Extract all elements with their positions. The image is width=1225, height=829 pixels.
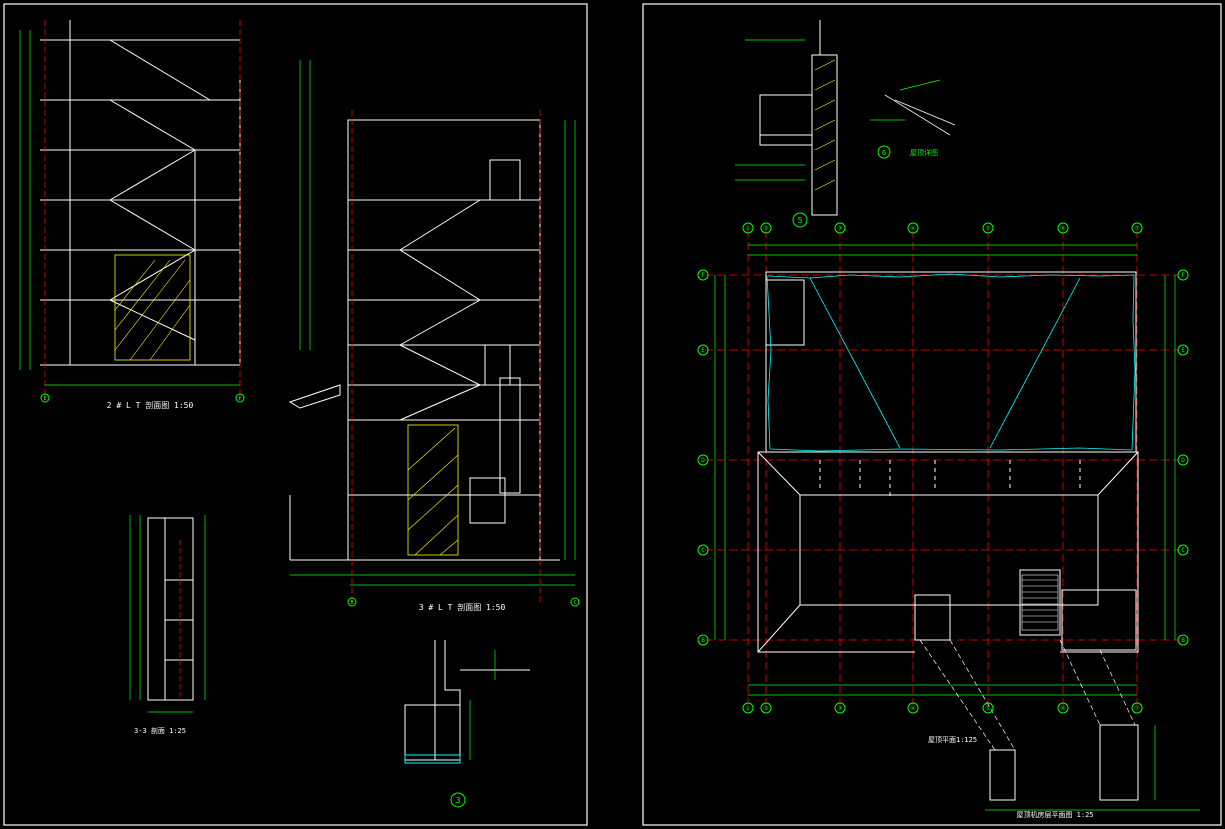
section-3-title: 3 # L T 剖面图 1:50 <box>419 602 506 612</box>
section-33-title: 3-3 剖面 1:25 <box>134 726 186 735</box>
right-sheet: 5 6 屋顶详图 <box>597 0 1222 829</box>
right-sheet-frame <box>642 3 1222 826</box>
bottom-axis-label-6: ⑦ <box>1134 705 1139 712</box>
section-33-drawing <box>129 515 206 713</box>
top-axis-label-1: ② <box>763 225 768 232</box>
left-sheet: E F 2 # L T 剖面图 1:50 <box>3 3 588 826</box>
right-axis-label-2: D <box>1181 457 1185 464</box>
bottom-axis-label-0: ① <box>745 705 750 712</box>
section-2-drawing: E F <box>19 20 311 403</box>
left-axis-bubble-2 <box>697 454 709 466</box>
top-axis-label-3: ④ <box>910 225 915 232</box>
bottom-axis-bubble-1 <box>760 702 772 714</box>
bottom-axis-label-4: ⑤ <box>985 705 990 712</box>
right-axis-label-1: E <box>1181 347 1185 354</box>
axis-label-f: F <box>238 396 241 402</box>
right-axis-bubble-0 <box>1177 269 1189 281</box>
top-axis-label-6: ⑦ <box>1134 225 1139 232</box>
section-3-drawing: B C <box>288 110 580 607</box>
bottom-axis-bubble-3 <box>907 702 919 714</box>
axis-bubble-f <box>235 393 245 403</box>
left-axis-bubble-3 <box>697 544 709 556</box>
right-axis-bubble-2 <box>1177 454 1189 466</box>
detail-5-drawing: 5 <box>735 20 838 228</box>
top-axis-label-0: ① <box>745 225 750 232</box>
top-axis-bubble-4 <box>982 222 994 234</box>
detail-5-bubble <box>792 212 808 228</box>
section-2-title: 2 # L T 剖面图 1:50 <box>107 400 194 410</box>
top-axis-bubble-2 <box>834 222 846 234</box>
left-axis-bubble-4 <box>697 634 709 646</box>
detail-6-title: 屋顶详图 <box>910 148 938 157</box>
left-axis-label-3: C <box>701 547 705 554</box>
bottom-axis-bubble-4 <box>982 702 994 714</box>
right-axis-bubble-3 <box>1177 544 1189 556</box>
right-axis-label-4: B <box>1181 637 1185 644</box>
axis-label-b: B <box>350 600 353 606</box>
roof-plan-title: 屋顶平面 <box>928 736 956 744</box>
detail-3-bubble <box>450 792 466 808</box>
detail-6-number: 6 <box>882 149 886 157</box>
roof-plan-axis-bubbles: ① ① ② ② ③ ③ ④ ④ ⑤ ⑤ ⑥ ⑥ ⑦ ⑦ F E D C B F E D C B <box>697 222 1189 714</box>
roof-plan-scale: 1:125 <box>956 736 977 744</box>
bottom-axis-label-1: ② <box>763 705 768 712</box>
detail-6-bubble <box>877 145 891 159</box>
right-axis-bubble-1 <box>1177 344 1189 356</box>
right-axis-label-3: C <box>1181 547 1185 554</box>
bottom-axis-bubble-2 <box>834 702 846 714</box>
sheet-divider <box>597 0 637 829</box>
left-axis-bubble-1 <box>697 344 709 356</box>
axis-bubble-e <box>40 393 50 403</box>
top-axis-bubble-3 <box>907 222 919 234</box>
left-axis-label-1: E <box>701 347 705 354</box>
axis-label-c: C <box>573 600 576 606</box>
detail-6-drawing: 6 屋顶详图 <box>870 79 956 159</box>
top-axis-bubble-1 <box>760 222 772 234</box>
bottom-axis-label-5: ⑥ <box>1060 705 1065 712</box>
top-axis-label-5: ⑥ <box>1060 225 1065 232</box>
axis-bubble-c <box>570 597 580 607</box>
top-axis-bubble-5 <box>1057 222 1069 234</box>
right-axis-bubble-4 <box>1177 634 1189 646</box>
top-axis-label-2: ③ <box>837 225 842 232</box>
roof-plan-drawing <box>705 230 1200 811</box>
bottom-axis-bubble-5 <box>1057 702 1069 714</box>
detail-3-drawing: 3 <box>404 640 530 808</box>
top-axis-label-4: ⑤ <box>985 225 990 232</box>
left-axis-label-2: D <box>701 457 705 464</box>
bottom-axis-label-3: ④ <box>910 705 915 712</box>
detail-3-number: 3 <box>456 796 461 805</box>
left-axis-bubble-0 <box>697 269 709 281</box>
detail-5-number: 5 <box>798 216 803 225</box>
machine-room-title: 屋顶机房层平面图 1:25 <box>1016 810 1093 819</box>
left-axis-label-0: F <box>701 272 705 279</box>
top-axis-bubble-6 <box>1131 222 1143 234</box>
right-axis-label-0: F <box>1181 272 1185 279</box>
top-axis-bubble-0 <box>742 222 754 234</box>
axis-label-e: E <box>43 396 46 402</box>
bottom-axis-bubble-0 <box>742 702 754 714</box>
axis-bubble-b <box>347 597 357 607</box>
bottom-axis-bubble-6 <box>1131 702 1143 714</box>
left-axis-label-4: B <box>701 637 705 644</box>
left-sheet-frame <box>3 3 588 826</box>
bottom-axis-label-2: ③ <box>837 705 842 712</box>
